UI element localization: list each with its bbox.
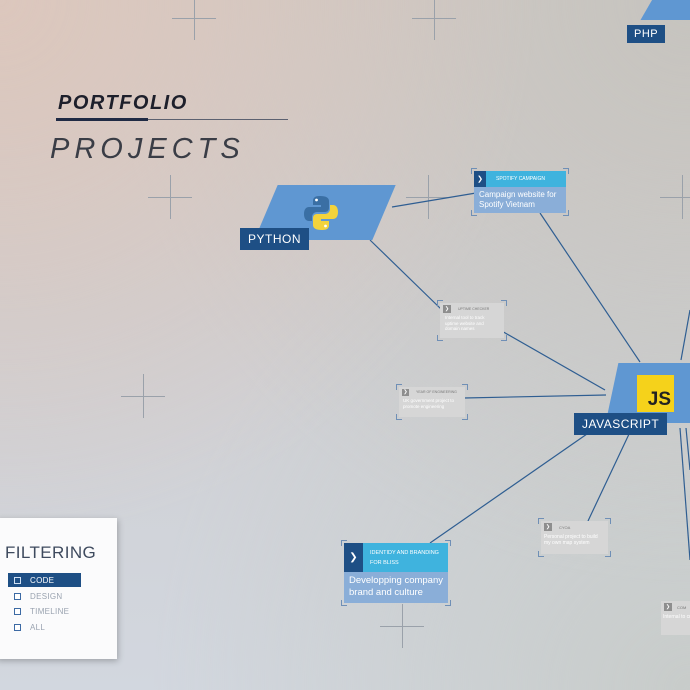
crosshair-decoration — [172, 0, 216, 40]
card-description: Developping company brand and culture — [344, 572, 448, 603]
card-description: UK government project to promote enginee… — [403, 398, 455, 409]
card-header: ❯ YEAR OF ENGINEERING — [399, 387, 465, 397]
project-card-cyoa[interactable]: ❯ CYOA Personal project to build my own … — [538, 518, 611, 557]
javascript-label[interactable]: JAVASCRIPT — [574, 413, 668, 435]
checkbox-icon[interactable] — [14, 623, 21, 631]
link-line — [429, 417, 611, 544]
python-label[interactable]: PYTHON — [240, 228, 310, 250]
page-subtitle: PROJECTS — [50, 133, 245, 165]
card-header: ❯ UPTIME CHECKER — [440, 303, 504, 314]
code-icon: ❯ — [402, 388, 409, 396]
card-description: Campaign website for Spotify Vietnam — [474, 187, 566, 213]
link-line — [499, 329, 606, 391]
card-tag: COM — [677, 604, 687, 610]
crosshair-decoration — [148, 175, 192, 219]
filter-option-design[interactable]: DESIGN — [8, 589, 81, 603]
project-card-spotify[interactable]: ❯ SPOTIFY CAMPAIGN Campaign website for … — [471, 168, 569, 216]
code-icon: ❯ — [474, 171, 486, 187]
php-label[interactable]: PHP — [627, 25, 666, 43]
checkbox-icon[interactable] — [14, 592, 21, 600]
card-tag: IDENTIDY AND BRANDING FOR BLISS — [370, 550, 439, 566]
crosshair-decoration — [660, 175, 690, 219]
title-underline — [56, 118, 148, 121]
card-description: Internal tool to track uptime website an… — [445, 315, 485, 331]
crosshair-decoration — [121, 374, 165, 418]
javascript-logo-icon: JS — [637, 375, 674, 412]
link-line — [539, 212, 641, 363]
code-icon: ❯ — [664, 603, 672, 611]
link-line — [391, 192, 477, 208]
filter-option-all[interactable]: ALL — [8, 620, 81, 634]
card-tag: SPOTIFY CAMPAIGN — [496, 176, 545, 182]
card-description: Personal project to build my own map sys… — [544, 534, 598, 546]
link-line — [369, 239, 443, 311]
crosshair-decoration — [380, 604, 424, 648]
title-underline — [148, 119, 288, 120]
link-line — [685, 427, 690, 471]
js-badge-text: JS — [647, 389, 671, 410]
card-tag: YEAR OF ENGINEERING — [416, 390, 457, 394]
filtering-title: FILTERING — [5, 543, 97, 562]
crosshair-decoration — [406, 175, 450, 219]
filtering-panel: FILTERING CODE DESIGN TIMELINE ALL — [0, 518, 117, 659]
checkbox-icon[interactable] — [14, 576, 21, 584]
filter-option-code[interactable]: CODE — [8, 573, 81, 587]
filter-label: CODE — [30, 575, 55, 585]
python-logo-icon — [304, 196, 338, 230]
card-header: ❯ SPOTIFY CAMPAIGN — [474, 171, 566, 187]
link-line — [680, 309, 690, 361]
link-line — [679, 427, 690, 561]
project-card-uptime[interactable]: ❯ UPTIME CHECKER Internal tool to track … — [437, 300, 507, 341]
card-header: ❯ IDENTIDY AND BRANDING FOR BLISS — [344, 543, 448, 572]
card-header: ❯ CYOA — [541, 521, 608, 533]
code-icon: ❯ — [344, 543, 363, 572]
card-tag: UPTIME CHECKER — [458, 306, 490, 311]
project-card-engineering[interactable]: ❯ YEAR OF ENGINEERING UK government proj… — [396, 384, 468, 420]
checkbox-icon[interactable] — [14, 607, 21, 615]
filter-option-timeline[interactable]: TIMELINE — [8, 604, 81, 618]
card-header: ❯ COM — [661, 601, 690, 613]
link-line — [463, 394, 607, 399]
crosshair-decoration — [412, 0, 456, 40]
filter-label: TIMELINE — [30, 606, 70, 616]
card-description: Internal to creative p — [663, 614, 690, 620]
project-card-com[interactable]: ❯ COM Internal to creative p — [661, 601, 690, 635]
project-card-bliss[interactable]: ❯ IDENTIDY AND BRANDING FOR BLISS Develo… — [341, 540, 451, 606]
page-title: PORTFOLIO — [58, 92, 188, 114]
card-tag: CYOA — [559, 524, 571, 530]
filter-label: ALL — [30, 622, 46, 632]
code-icon: ❯ — [544, 523, 552, 531]
filter-label: DESIGN — [30, 591, 63, 601]
code-icon: ❯ — [443, 304, 451, 313]
link-line — [587, 431, 631, 522]
